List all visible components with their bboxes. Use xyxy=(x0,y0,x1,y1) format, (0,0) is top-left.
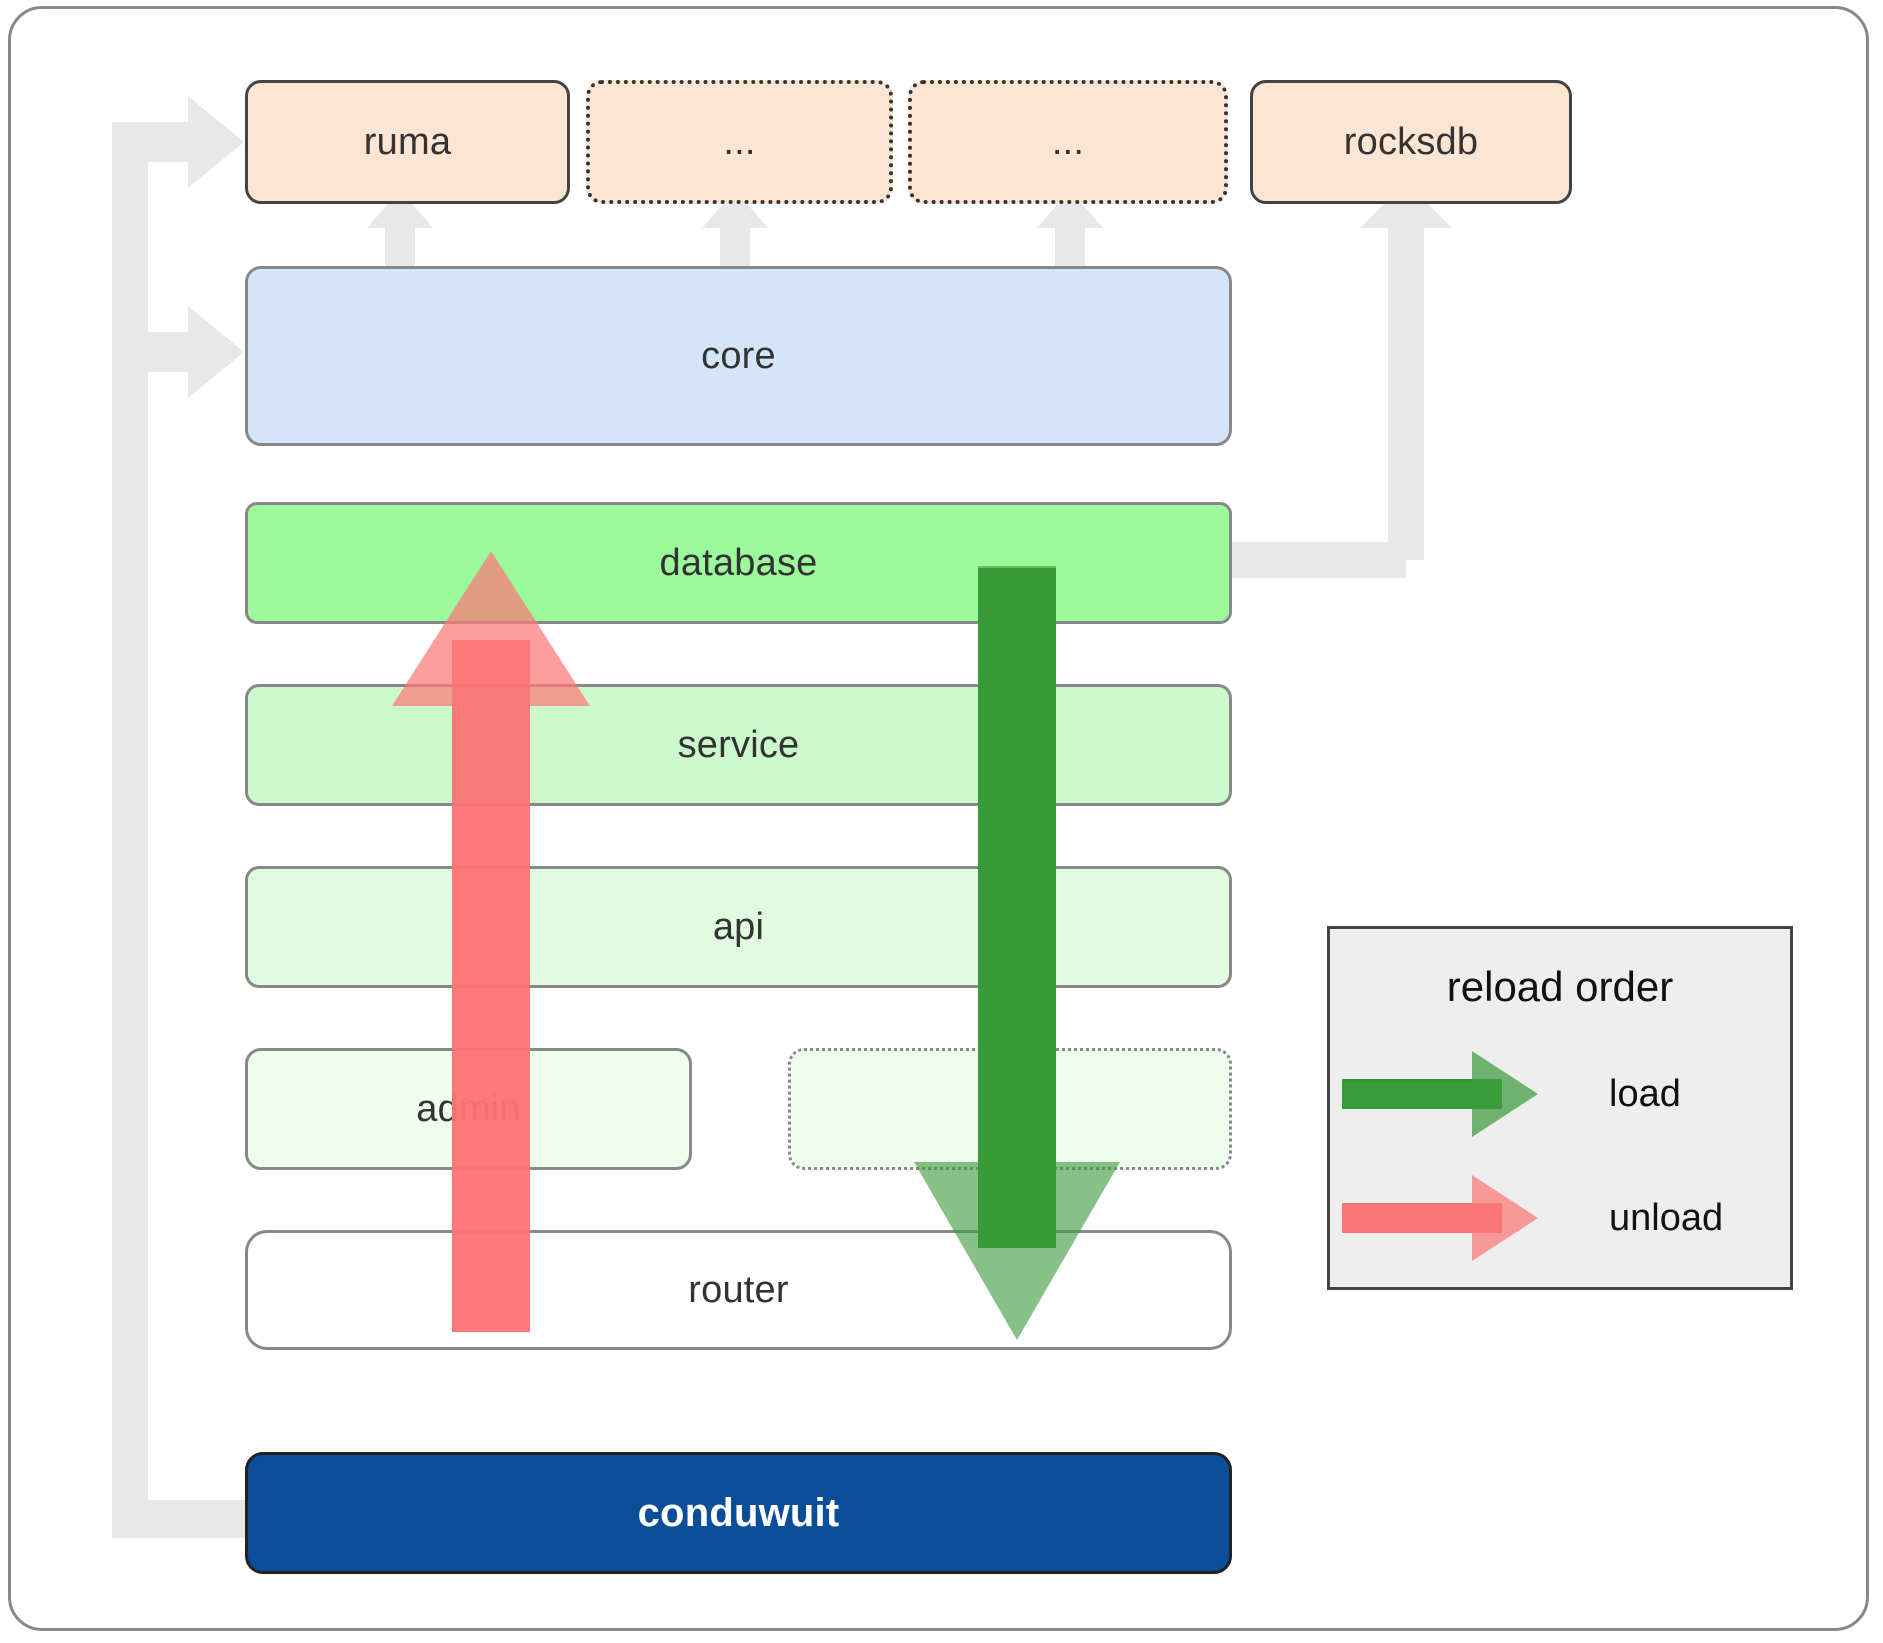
layer-node-router-label: router xyxy=(688,1268,789,1311)
layer-node-api-label: api xyxy=(712,905,765,948)
layer-node-more-label: ... xyxy=(993,1087,1027,1130)
layer-node-database-label: database xyxy=(659,541,818,584)
layer-node-core-label: core xyxy=(701,334,776,377)
dep-node-ruma[interactable]: ruma xyxy=(245,80,570,204)
root-node-conduwuit[interactable]: conduwuit xyxy=(245,1452,1232,1574)
legend-label-unload: unload xyxy=(1609,1196,1724,1239)
layer-node-admin[interactable]: admin xyxy=(245,1048,692,1170)
legend-swatch-load xyxy=(1342,1049,1567,1139)
legend-label-load: load xyxy=(1609,1072,1681,1115)
layer-node-service[interactable]: service xyxy=(245,684,1232,806)
legend-row-load: load xyxy=(1330,1049,1790,1139)
layer-node-service-label: service xyxy=(677,723,800,766)
legend-panel: reload order load unload xyxy=(1327,926,1793,1290)
dep-node-2-label: ... xyxy=(723,120,756,163)
dep-node-3-label: ... xyxy=(1051,120,1085,163)
dep-node-rocksdb-label: rocksdb xyxy=(1343,120,1479,163)
layer-node-more[interactable]: ... xyxy=(788,1048,1232,1170)
layer-node-router[interactable]: router xyxy=(245,1230,1232,1350)
dep-node-ruma-label: ruma xyxy=(363,120,452,163)
dep-node-2[interactable]: ... xyxy=(586,80,893,204)
legend-row-unload: unload xyxy=(1330,1173,1790,1263)
legend-title: reload order xyxy=(1446,963,1674,1010)
layer-node-core[interactable]: core xyxy=(245,266,1232,446)
root-node-conduwuit-label: conduwuit xyxy=(637,1490,840,1535)
layer-node-api[interactable]: api xyxy=(245,866,1232,988)
dep-node-3[interactable]: ... xyxy=(908,80,1228,204)
layer-node-database[interactable]: database xyxy=(245,502,1232,624)
layer-node-admin-label: admin xyxy=(416,1087,521,1130)
legend-swatch-unload xyxy=(1342,1173,1567,1263)
dep-node-rocksdb[interactable]: rocksdb xyxy=(1250,80,1572,204)
diagram-frame xyxy=(8,6,1869,1631)
